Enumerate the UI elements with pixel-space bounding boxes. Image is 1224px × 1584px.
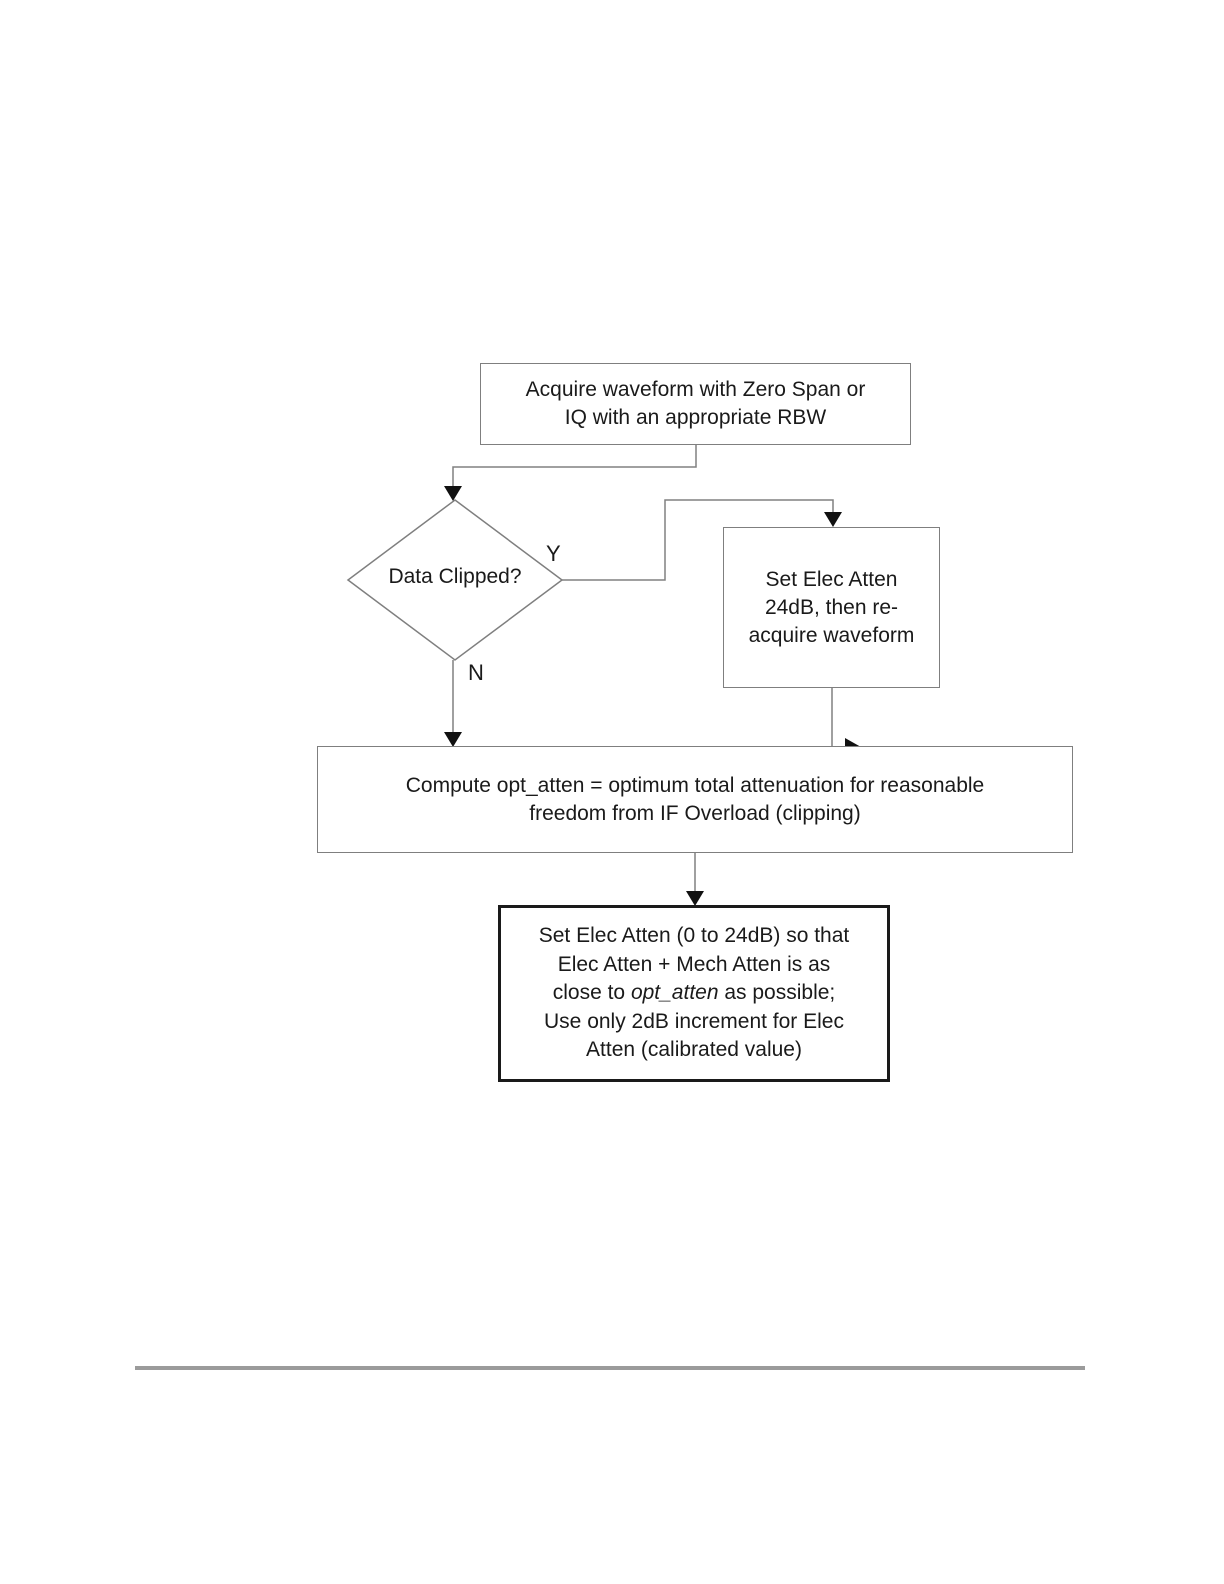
node-final-line3-pre: close to xyxy=(552,981,631,1005)
node-elec24-line1: Set Elec Atten xyxy=(765,567,898,591)
node-acquire-waveform: Acquire waveform with Zero Span or IQ wi… xyxy=(480,363,911,445)
connector-acquire-to-decision xyxy=(452,445,697,487)
node-acquire-line1: Acquire waveform with Zero Span or xyxy=(525,378,866,401)
arrowhead-down-final xyxy=(686,891,704,906)
node-elec24-line2: 24dB, then re- xyxy=(764,595,899,619)
node-final-line4: Use only 2dB increment for Elec xyxy=(544,1009,844,1033)
node-final-line5: Atten (calibrated value) xyxy=(586,1038,802,1062)
node-elec24-line3: acquire waveform xyxy=(748,623,915,647)
node-compute-line1: Compute opt_atten = optimum total attenu… xyxy=(405,773,985,797)
arrowhead-down-compute-left xyxy=(444,732,462,747)
node-final-line2: Elec Atten + Mech Atten is as xyxy=(557,952,831,976)
page-footer-rule xyxy=(135,1366,1085,1370)
node-compute-line2: freedom from IF Overload (clipping) xyxy=(529,801,861,825)
decision-yes-label: Y xyxy=(546,541,561,566)
node-final-line3-post: as possible; xyxy=(718,981,836,1005)
node-final-line3: close to opt_atten as possible; xyxy=(553,979,836,1008)
arrowhead-down-decision xyxy=(444,486,462,501)
node-set-elec-atten-range: Set Elec Atten (0 to 24dB) so that Elec … xyxy=(498,905,890,1082)
decision-data-clipped-label: Data Clipped? xyxy=(388,565,522,588)
node-set-elec-atten-24db: Set Elec Atten 24dB, then re- acquire wa… xyxy=(723,527,940,688)
node-compute-opt-atten: Compute opt_atten = optimum total attenu… xyxy=(317,746,1073,853)
arrowhead-down-elec24 xyxy=(824,512,842,527)
node-final-line3-opt-atten: opt_atten xyxy=(630,981,719,1005)
decision-no-label: N xyxy=(468,660,484,685)
node-acquire-line2: IQ with an appropriate RBW xyxy=(564,406,827,429)
node-final-line1: Set Elec Atten (0 to 24dB) so that xyxy=(538,924,850,948)
